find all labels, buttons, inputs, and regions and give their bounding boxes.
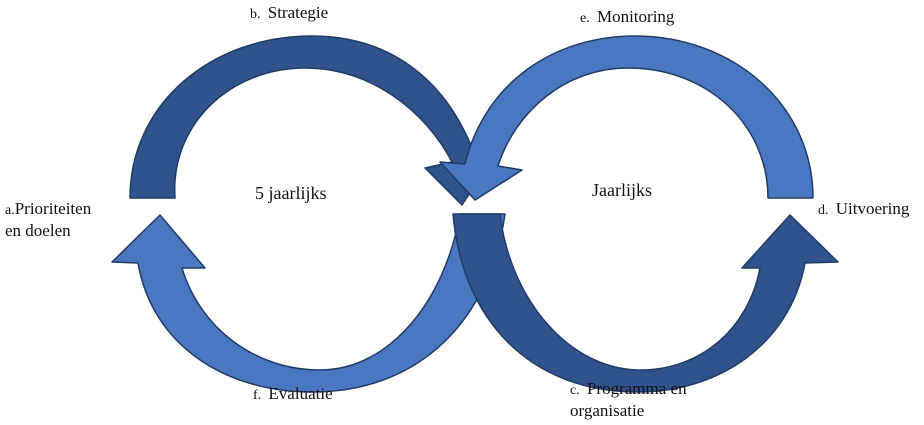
arrow-right-upper (439, 35, 814, 201)
step-a-label-line1: Prioriteiten (14, 199, 92, 218)
step-a-label-line2: en doelen (5, 221, 71, 240)
step-b-label: Strategie (267, 3, 329, 22)
step-d-uitvoering: d. Uitvoering (818, 199, 909, 221)
arrow-left-lower (111, 213, 506, 393)
arrow-left-upper (129, 35, 491, 206)
step-c-prefix: c. (570, 383, 580, 398)
step-b-prefix: b. (250, 7, 261, 22)
step-c-label-line2: organisatie (570, 401, 645, 420)
step-f-prefix: f. (253, 388, 262, 403)
step-f-evaluatie: f. Evaluatie (253, 384, 333, 406)
step-a-prioriteiten: a.Prioriteiten en doelen (5, 199, 91, 241)
cycle-left-label: 5 jaarlijks (255, 183, 327, 203)
step-c-programma: c. Programma en organisatie (570, 379, 687, 421)
step-e-monitoring: e. Monitoring (580, 7, 674, 29)
step-b-strategie: b. Strategie (250, 3, 328, 25)
step-c-label-line1: Programma en (586, 379, 687, 398)
arrow-right-lower (452, 213, 839, 393)
step-d-prefix: d. (818, 203, 829, 218)
step-d-label: Uitvoering (835, 199, 910, 218)
step-e-prefix: e. (580, 11, 590, 26)
cycle-right-label: Jaarlijks (592, 180, 652, 200)
step-a-prefix: a. (5, 203, 15, 218)
step-e-label: Monitoring (596, 7, 675, 26)
step-f-label: Evaluatie (268, 384, 333, 403)
